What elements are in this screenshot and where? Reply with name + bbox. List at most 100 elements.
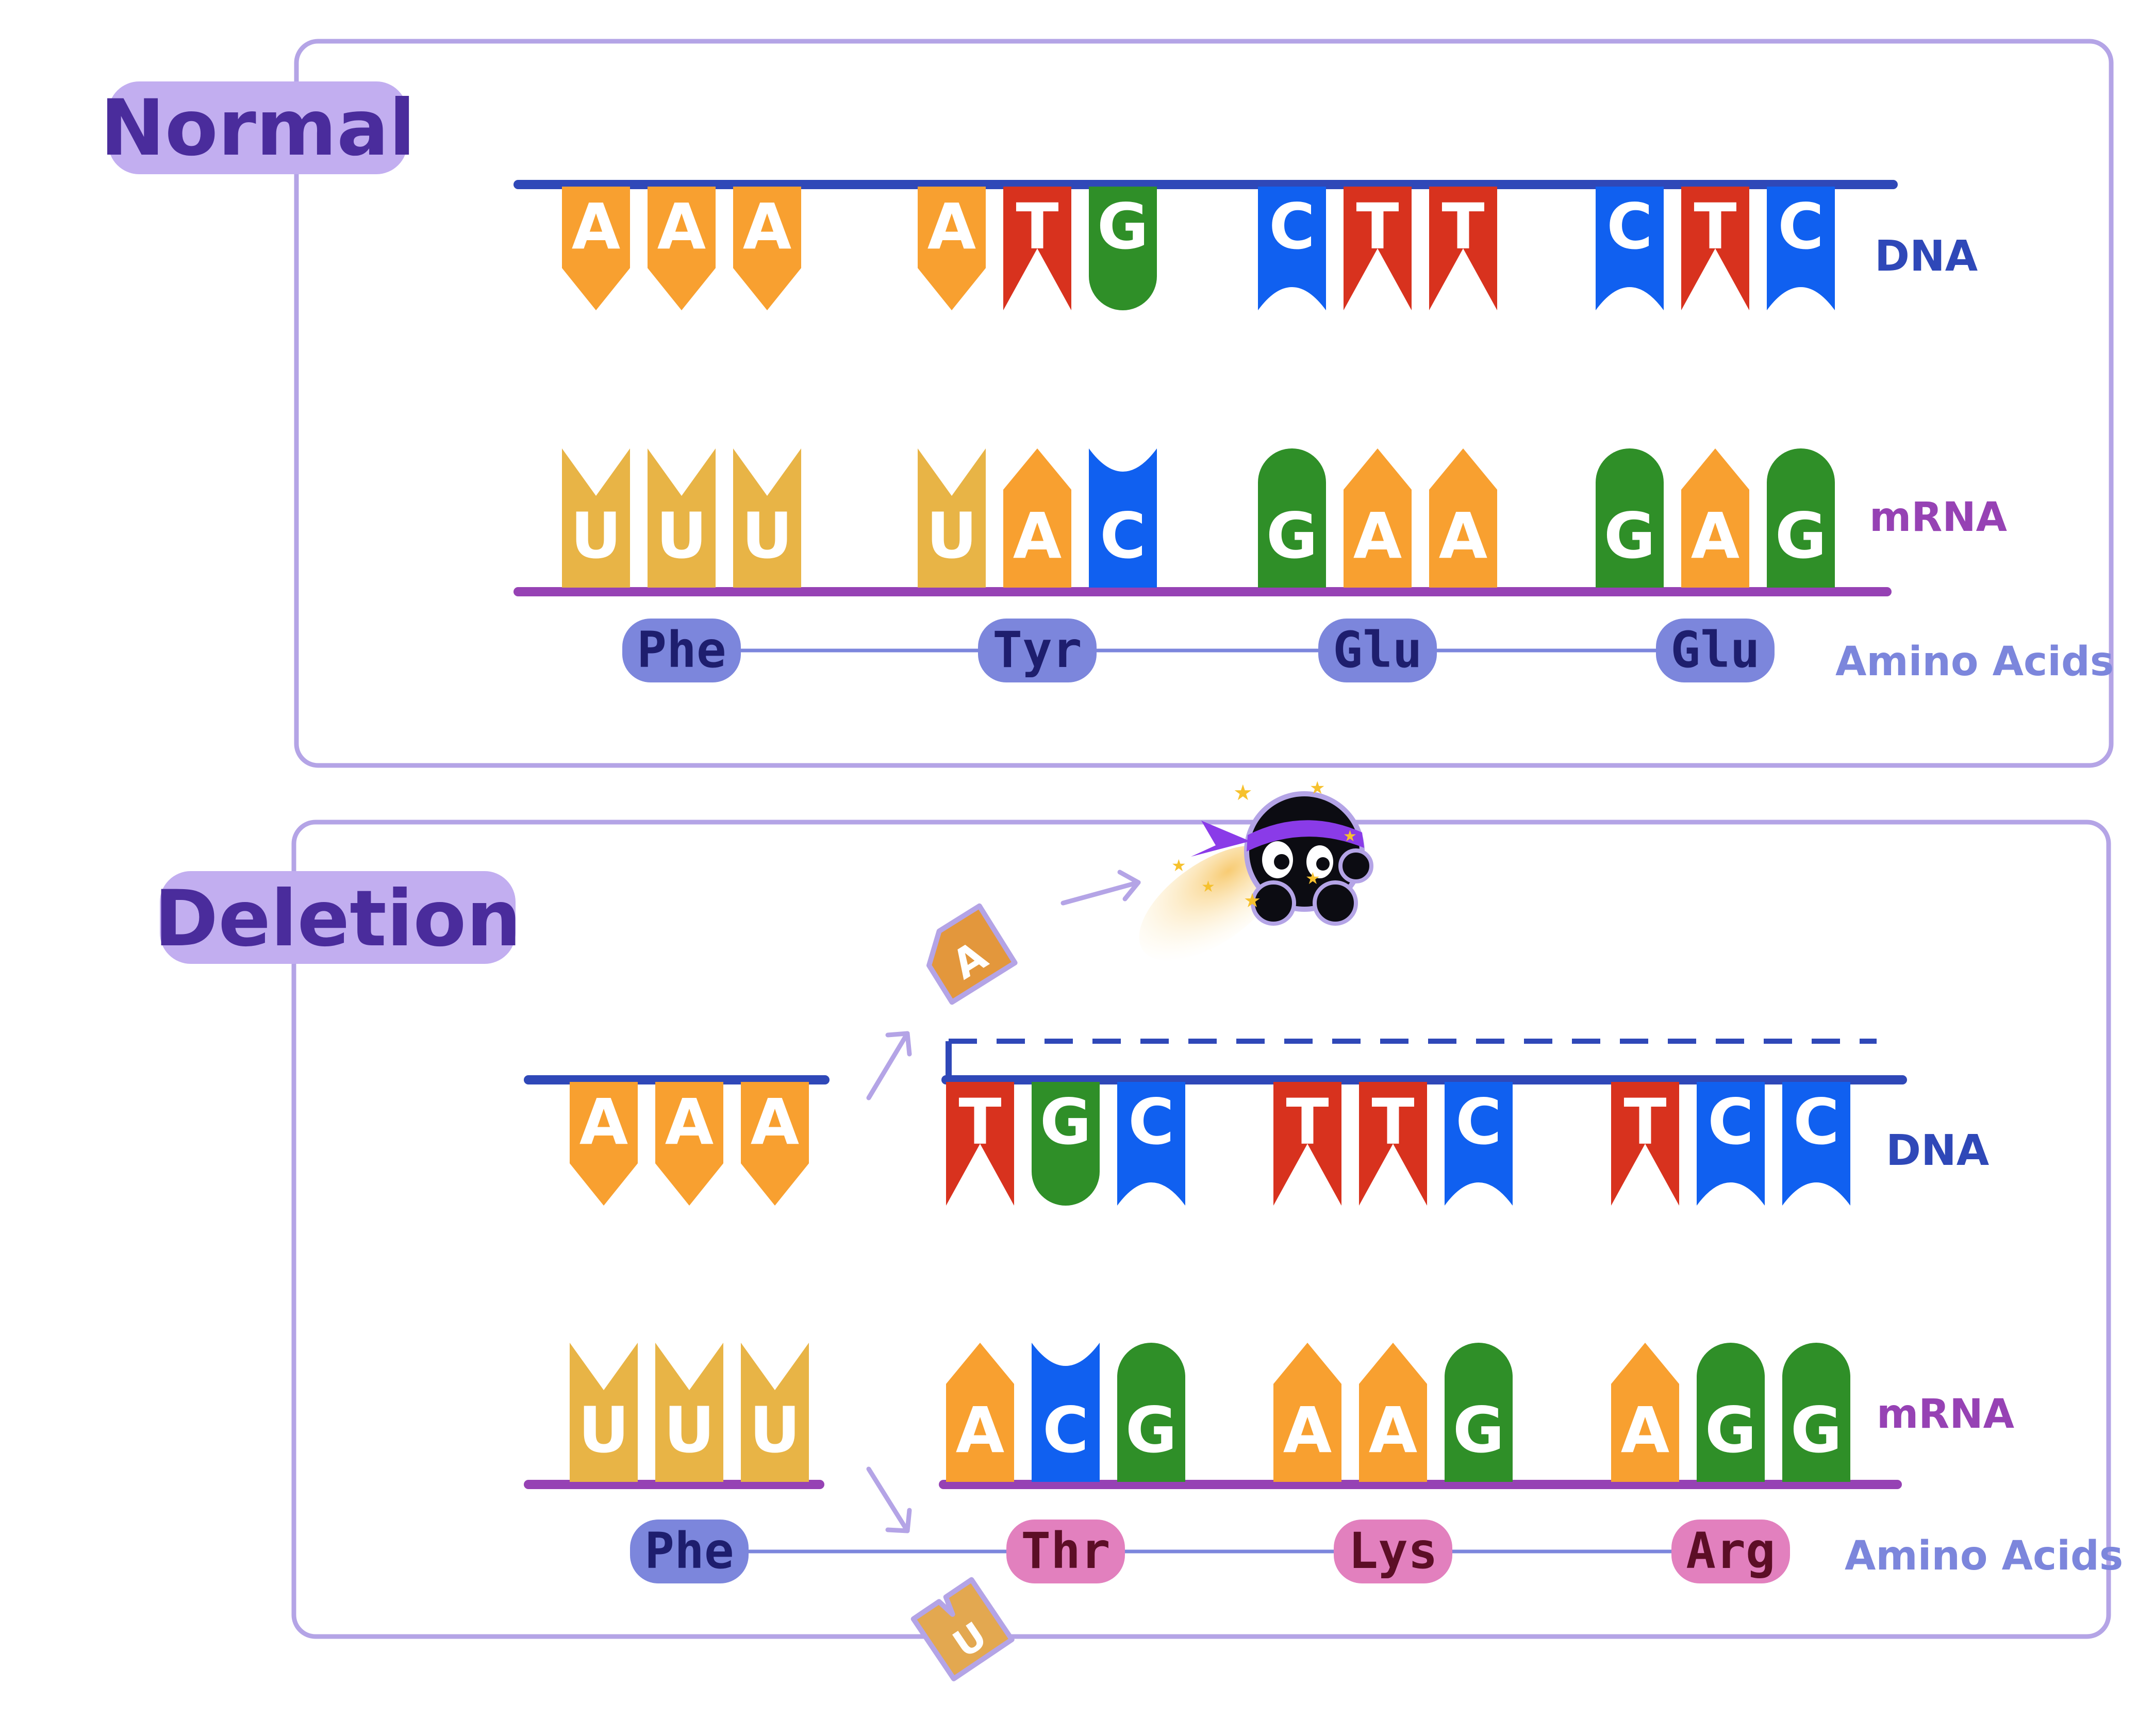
- deletion-dna-base-letter: C: [1708, 1086, 1754, 1159]
- normal-dna-base-a: A: [562, 187, 630, 310]
- deletion-dna-base-a: A: [741, 1082, 809, 1206]
- normal-mrna-base-u: U: [733, 448, 801, 588]
- normal-mrna-base-a-shape: [1344, 448, 1412, 588]
- normal-dna-base-a: A: [733, 187, 801, 310]
- normal-dna-base-t-shape: [1003, 187, 1071, 310]
- normal-mrna-base-letter: G: [1604, 499, 1655, 573]
- normal-mrna-base-a: A: [1681, 448, 1749, 588]
- deletion-mrna-base-letter: U: [749, 1394, 800, 1467]
- svg-text:★: ★: [1310, 778, 1325, 798]
- normal-dna-base-letter: T: [1016, 190, 1058, 263]
- normal-dna-base-letter: G: [1097, 190, 1149, 263]
- deleted-dna-base: A: [926, 903, 1018, 1005]
- deletion-dna-base-a: A: [570, 1082, 638, 1206]
- deletion-dna-base-a-shape: [655, 1082, 723, 1206]
- deletion-mrna-base-c-shape: [1032, 1343, 1100, 1482]
- deletion-dna-base-letter: A: [751, 1086, 799, 1159]
- deletion-mrna-base-letter: A: [1369, 1394, 1417, 1467]
- deletion-dna-base-a: A: [655, 1082, 723, 1206]
- normal-mrna-base-letter: U: [741, 499, 792, 573]
- normal-dna-label: DNA: [1875, 232, 1978, 281]
- deletion-dna-base-c-shape: [1445, 1082, 1513, 1206]
- normal-mrna-base-a-shape: [1681, 448, 1749, 588]
- deletion-dna-base-letter: T: [1371, 1086, 1414, 1159]
- normal-amino-acid-name: Glu: [1670, 621, 1760, 679]
- deletion-dna-label: DNA: [1886, 1126, 1990, 1175]
- deletion-dna-base-letter: C: [1128, 1086, 1174, 1159]
- deletion-mrna-base-a: A: [1273, 1343, 1341, 1482]
- deletion-dna-base-g-shape: [1032, 1082, 1100, 1206]
- deletion-mrna-base-g-shape: [1697, 1343, 1765, 1482]
- normal-mrna-label: mRNA: [1869, 494, 2007, 541]
- normal-dna-base-a-shape: [562, 187, 630, 310]
- deletion-amino-acid-badge: [1334, 1520, 1452, 1583]
- deletion-dna-base-a-shape: [570, 1082, 638, 1206]
- svg-text:★: ★: [1171, 856, 1186, 875]
- normal-dna-base-letter: C: [1606, 190, 1653, 263]
- normal-mrna-base-letter: G: [1266, 499, 1318, 573]
- normal-dna-base-c: C: [1767, 187, 1835, 310]
- normal-dna-base-t: T: [1003, 187, 1071, 310]
- normal-dna-base-t: T: [1344, 187, 1412, 310]
- svg-text:★: ★: [1244, 889, 1261, 912]
- deleted-base-arrow: [866, 1031, 912, 1100]
- normal-dna-base-letter: A: [657, 190, 706, 263]
- normal-mrna-base-letter: A: [1439, 499, 1487, 573]
- deletion-amino-acid-badge: [630, 1520, 749, 1583]
- deletion-dna-base-letter: T: [958, 1086, 1001, 1159]
- normal-mrna-base-u-shape: [733, 448, 801, 588]
- normal-mrna-base-a-shape: [1429, 448, 1497, 588]
- deletion-dna-base-a-shape: [741, 1082, 809, 1206]
- normal-mrna-base-u: U: [562, 448, 630, 588]
- deleted-base-away-arrow: [1060, 870, 1141, 906]
- deletion-title: Deletion: [154, 871, 521, 964]
- normal-panel-frame: [294, 39, 2114, 768]
- deletion-mrna-base-g: G: [1445, 1343, 1513, 1482]
- normal-dna-base-letter: C: [1269, 190, 1315, 263]
- deletion-amino-acid-badge: [1671, 1520, 1790, 1583]
- deletion-panel-frame: [291, 820, 2111, 1639]
- normal-mrna-base-letter: A: [1013, 499, 1062, 573]
- deletion-dna-base-t: T: [1359, 1082, 1427, 1206]
- normal-amino-acid-badge: [978, 619, 1097, 682]
- normal-dna-base-a: A: [648, 187, 716, 310]
- deletion-mrna-base-letter: A: [956, 1394, 1004, 1467]
- deletion-dna-base-c-shape: [1782, 1082, 1850, 1206]
- normal-dna-base-c-shape: [1258, 187, 1326, 310]
- normal-mrna-base-a: A: [1429, 448, 1497, 588]
- deletion-mrna-base-a-shape: [1611, 1343, 1679, 1482]
- normal-dna-base-a-shape: [733, 187, 801, 310]
- normal-amino-acid-name: Tyr: [992, 621, 1082, 679]
- deletion-dna-base-t-shape: [1273, 1082, 1341, 1206]
- normal-dna-base-c-shape: [1596, 187, 1664, 310]
- normal-mrna-base-g-shape: [1767, 448, 1835, 588]
- deletion-dna-base-t: T: [946, 1082, 1014, 1206]
- normal-amino-acid-name: Glu: [1333, 621, 1422, 679]
- normal-dna-base-a: A: [918, 187, 986, 310]
- deletion-dna-base-letter: T: [1623, 1086, 1666, 1159]
- deletion-mrna-base-g-shape: [1117, 1343, 1185, 1482]
- deletion-mrna-base-a-shape: [1273, 1343, 1341, 1482]
- deletion-dna-base-letter: C: [1455, 1086, 1502, 1159]
- deletion-mrna-base-g: G: [1117, 1343, 1185, 1482]
- normal-amino-acid-glu: Glu: [1656, 619, 1775, 682]
- normal-dna-base-letter: T: [1356, 190, 1399, 263]
- deletion-mrna-base-letter: U: [578, 1394, 629, 1467]
- deletion-mrna-base-a-shape: [1359, 1343, 1427, 1482]
- deletion-amino-acid-name: Phe: [644, 1522, 734, 1580]
- svg-text:★: ★: [1233, 780, 1253, 805]
- deletion-amino-acid-arg: Arg: [1671, 1520, 1790, 1583]
- normal-mrna-base-letter: U: [926, 499, 977, 573]
- deletion-dna-base-c-shape: [1697, 1082, 1765, 1206]
- deletion-dna-base-c: C: [1445, 1082, 1513, 1206]
- deletion-mrna-base-u: U: [741, 1343, 809, 1482]
